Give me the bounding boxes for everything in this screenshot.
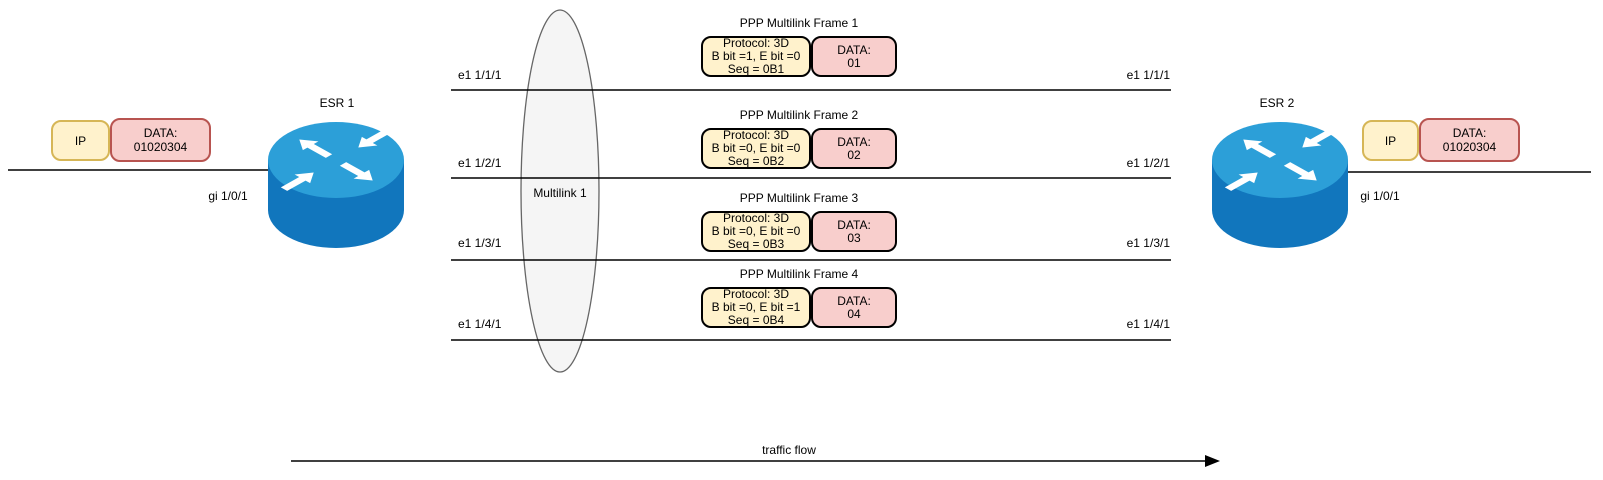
ppp-multilink-frame: PPP Multilink Frame 2 Protocol: 3D B bit… bbox=[701, 107, 897, 169]
frame-data-value: 01 bbox=[847, 55, 861, 70]
frame-bits: B bit =0, E bit =0 bbox=[711, 141, 801, 155]
frame-title: PPP Multilink Frame 2 bbox=[739, 108, 859, 122]
router-name-label: ESR 2 bbox=[1259, 96, 1295, 110]
frame-data-label: DATA: bbox=[837, 42, 871, 57]
ppp-multilink-frame: PPP Multilink Frame 3 Protocol: 3D B bit… bbox=[701, 190, 897, 252]
frame-data-value: 04 bbox=[847, 306, 861, 321]
frame-title: PPP Multilink Frame 3 bbox=[739, 191, 859, 205]
frame-header-box: Protocol: 3D B bit =0, E bit =0 Seq = 0B… bbox=[701, 211, 811, 252]
frame-bits: B bit =1, E bit =0 bbox=[711, 49, 801, 63]
frame-bits: B bit =0, E bit =1 bbox=[711, 300, 801, 314]
ip-header-box: IP bbox=[51, 120, 110, 161]
router-arrows-icon bbox=[280, 129, 392, 191]
frame-protocol: Protocol: 3D bbox=[722, 211, 790, 225]
payload-label: DATA: bbox=[1452, 126, 1487, 140]
payload-value: 01020304 bbox=[1442, 140, 1497, 154]
router-icon bbox=[1212, 122, 1348, 248]
frame-protocol: Protocol: 3D bbox=[722, 36, 790, 50]
frame-data-label: DATA: bbox=[837, 134, 871, 149]
router-name-label: ESR 1 bbox=[319, 96, 355, 110]
interface-label-e1: e1 1/3/1 bbox=[458, 236, 502, 250]
payload-label: DATA: bbox=[143, 126, 178, 140]
traffic-flow-arrow bbox=[291, 455, 1220, 467]
frame-header-box: Protocol: 3D B bit =0, E bit =1 Seq = 0B… bbox=[701, 287, 811, 328]
frame-seq: Seq = 0B1 bbox=[727, 62, 785, 76]
payload-box: DATA: 01020304 bbox=[110, 118, 211, 162]
frame-seq: Seq = 0B2 bbox=[727, 154, 785, 168]
interface-label-gi: gi 1/0/1 bbox=[208, 189, 248, 203]
frame-data-box: DATA: 02 bbox=[811, 128, 897, 169]
ppp-multilink-frame: PPP Multilink Frame 1 Protocol: 3D B bit… bbox=[701, 15, 897, 77]
payload-box: DATA: 01020304 bbox=[1419, 118, 1520, 162]
ip-label: IP bbox=[1384, 133, 1397, 148]
frame-data-box: DATA: 04 bbox=[811, 287, 897, 328]
interface-label-e1: e1 1/2/1 bbox=[458, 156, 502, 170]
frame-data-value: 03 bbox=[847, 230, 861, 245]
arrowhead-icon bbox=[1205, 455, 1220, 467]
frame-data-label: DATA: bbox=[837, 293, 871, 308]
router-arrows-icon bbox=[1224, 129, 1336, 191]
frame-data-label: DATA: bbox=[837, 217, 871, 232]
frame-data-box: DATA: 01 bbox=[811, 36, 897, 77]
traffic-flow-label: traffic flow bbox=[762, 443, 816, 457]
multilink-bundle-ellipse bbox=[520, 9, 600, 373]
frame-protocol: Protocol: 3D bbox=[722, 287, 790, 301]
router-icon bbox=[268, 122, 404, 248]
multilink-label: Multilink 1 bbox=[533, 186, 587, 200]
interface-label-gi: gi 1/0/1 bbox=[1360, 189, 1400, 203]
frame-header-box: Protocol: 3D B bit =0, E bit =0 Seq = 0B… bbox=[701, 128, 811, 169]
frame-title: PPP Multilink Frame 4 bbox=[739, 267, 859, 281]
frame-bits: B bit =0, E bit =0 bbox=[711, 224, 801, 238]
interface-label-e1: e1 1/4/1 bbox=[1126, 317, 1170, 331]
interface-label-e1: e1 1/2/1 bbox=[1126, 156, 1170, 170]
frame-data-value: 02 bbox=[847, 147, 861, 162]
frame-seq: Seq = 0B4 bbox=[727, 313, 785, 327]
frame-seq: Seq = 0B3 bbox=[727, 237, 785, 251]
frame-header-box: Protocol: 3D B bit =1, E bit =0 Seq = 0B… bbox=[701, 36, 811, 77]
interface-label-e1: e1 1/1/1 bbox=[458, 68, 502, 82]
interface-label-e1: e1 1/4/1 bbox=[458, 317, 502, 331]
payload-value: 01020304 bbox=[133, 140, 188, 154]
ppp-multilink-frame: PPP Multilink Frame 4 Protocol: 3D B bit… bbox=[701, 266, 897, 328]
frame-data-box: DATA: 03 bbox=[811, 211, 897, 252]
frame-protocol: Protocol: 3D bbox=[722, 128, 790, 142]
frame-title: PPP Multilink Frame 1 bbox=[739, 16, 859, 30]
interface-label-e1: e1 1/3/1 bbox=[1126, 236, 1170, 250]
ip-label: IP bbox=[74, 133, 87, 148]
interface-label-e1: e1 1/1/1 bbox=[1126, 68, 1170, 82]
ip-header-box: IP bbox=[1362, 120, 1419, 161]
